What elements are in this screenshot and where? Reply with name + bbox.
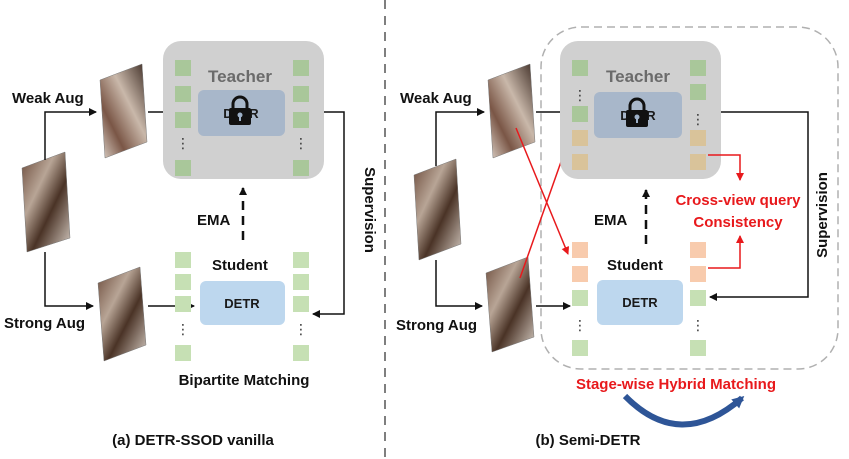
panel-b: Weak Aug Strong Aug Teacher DETR ⋮ ⋮ Cro… (396, 26, 839, 449)
input-image (413, 158, 462, 261)
weak-aug-label: Weak Aug (12, 90, 84, 107)
student-output-queries: ⋮ (690, 242, 706, 356)
teacher-input-queries: ⋮ (572, 60, 588, 170)
teacher-label: Teacher (606, 67, 670, 86)
teacher-label: Teacher (208, 67, 272, 86)
teacher-output-queries: ⋮ (690, 60, 706, 170)
curved-arrow-icon (622, 393, 745, 428)
caption-a: (a) DETR-SSOD vanilla (112, 432, 274, 449)
strong-aug-image (97, 266, 147, 362)
strong-aug-label: Strong Aug (396, 317, 477, 334)
student-detr-box (597, 280, 683, 325)
student-input-queries: ⋮ (572, 242, 588, 356)
svg-text:⋮: ⋮ (176, 135, 190, 151)
svg-text:⋮: ⋮ (176, 321, 190, 337)
teacher-input-queries: ⋮ (175, 60, 191, 176)
weak-aug-image (99, 63, 148, 159)
weak-branch-line (44, 108, 97, 160)
weak-aug-image (487, 63, 536, 159)
consistency-label-line2: Consistency (693, 214, 783, 231)
supervision-label: Supervision (361, 167, 378, 253)
student-label: Student (607, 257, 663, 274)
strong-aug-image (485, 256, 535, 353)
ema-label: EMA (594, 212, 628, 229)
consistency-label-line1: Cross-view query (675, 192, 801, 209)
lock-icon (626, 97, 648, 127)
supervision-label: Supervision (814, 172, 831, 258)
student-input-queries: ⋮ (175, 252, 191, 361)
cross-view-arrow-strong-to-teacher (519, 141, 570, 279)
consistency-arrow-student (708, 235, 744, 269)
supervision-line (709, 111, 809, 301)
ema-label: EMA (197, 212, 231, 229)
caption-b: (b) Semi-DETR (536, 432, 641, 449)
svg-text:⋮: ⋮ (294, 321, 308, 337)
svg-text:⋮: ⋮ (294, 135, 308, 151)
panel-a: Weak Aug Strong Aug Teacher DETR ⋮ ⋮ EMA… (4, 41, 378, 449)
svg-text:⋮: ⋮ (691, 111, 705, 127)
svg-text:⋮: ⋮ (573, 87, 587, 103)
teacher-output-queries: ⋮ (293, 60, 309, 176)
semi-detr-dashed-region (540, 26, 839, 370)
student-model-label: DETR (224, 296, 260, 311)
svg-text:⋮: ⋮ (691, 317, 705, 333)
strong-aug-label: Strong Aug (4, 315, 85, 332)
student-output-queries: ⋮ (293, 252, 309, 361)
strong-branch-line (44, 252, 94, 310)
svg-text:⋮: ⋮ (573, 317, 587, 333)
cross-view-arrow-weak-to-student (515, 127, 570, 255)
supervision-line (312, 111, 345, 318)
matching-label: Stage-wise Hybrid Matching (576, 376, 776, 393)
student-model-label: DETR (622, 295, 658, 310)
matching-label: Bipartite Matching (179, 372, 310, 389)
student-label: Student (212, 257, 268, 274)
consistency-arrow-teacher (708, 154, 744, 181)
weak-branch-line (435, 108, 485, 166)
input-image (21, 151, 71, 253)
lock-icon (229, 95, 251, 125)
student-detr-box (200, 281, 285, 325)
weak-aug-label: Weak Aug (400, 90, 472, 107)
strong-branch-line (435, 260, 483, 310)
